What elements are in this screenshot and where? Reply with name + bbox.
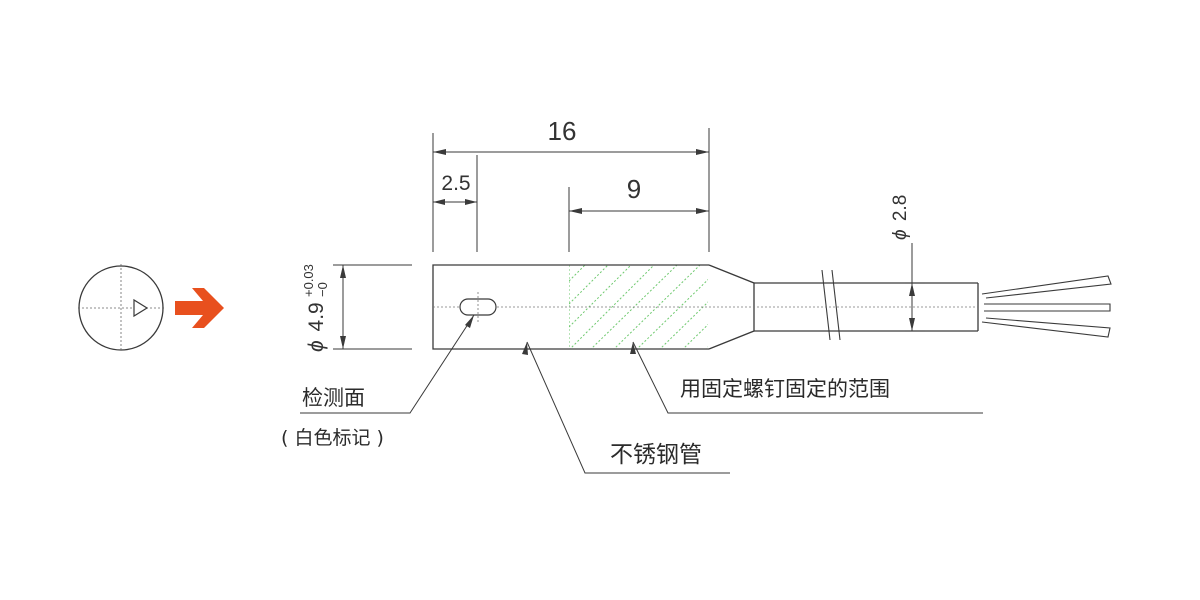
cable-break-mark — [821, 269, 841, 341]
cable-diameter-value: 2.8 — [890, 195, 911, 221]
dim-body-diameter: ϕ 4.9 +0.03 −0 — [301, 264, 330, 352]
svg-text:ϕ 2.8: ϕ 2.8 — [890, 195, 911, 240]
svg-text:ϕ 4.9: ϕ 4.9 — [305, 302, 328, 352]
label-sensing-face: 检测面 — [302, 386, 365, 410]
diameter-symbol: ϕ — [305, 340, 328, 352]
tolerance-lower: −0 — [315, 282, 330, 297]
dim-fixing-length: 9 — [627, 174, 641, 204]
dim-total-length: 16 — [548, 116, 577, 146]
end-view — [78, 264, 164, 352]
taper-outline — [708, 264, 755, 350]
body-diameter-value: 4.9 — [305, 302, 328, 331]
leader-lines — [300, 314, 983, 474]
label-fixing-range: 用固定螺钉固定的范围 — [680, 377, 890, 401]
triangle-mark-icon — [133, 298, 149, 318]
dimension-lines — [333, 128, 925, 350]
fixing-area-hatch — [569, 265, 708, 349]
diameter-symbol: ϕ — [890, 229, 911, 240]
label-white-mark: ( 白色标记 ) — [281, 427, 384, 449]
orange-arrow-icon — [175, 288, 224, 328]
sensor-body — [432, 264, 1112, 350]
leader-arrowheads — [465, 315, 636, 355]
lead-wires — [981, 275, 1112, 338]
white-mark-slot — [459, 298, 497, 316]
dim-cable-diameter: ϕ 2.8 — [890, 195, 911, 240]
dim-sensing-offset: 2.5 — [441, 172, 470, 195]
label-stainless-tube: 不锈钢管 — [610, 442, 702, 468]
tolerance-upper: +0.03 — [301, 264, 316, 297]
